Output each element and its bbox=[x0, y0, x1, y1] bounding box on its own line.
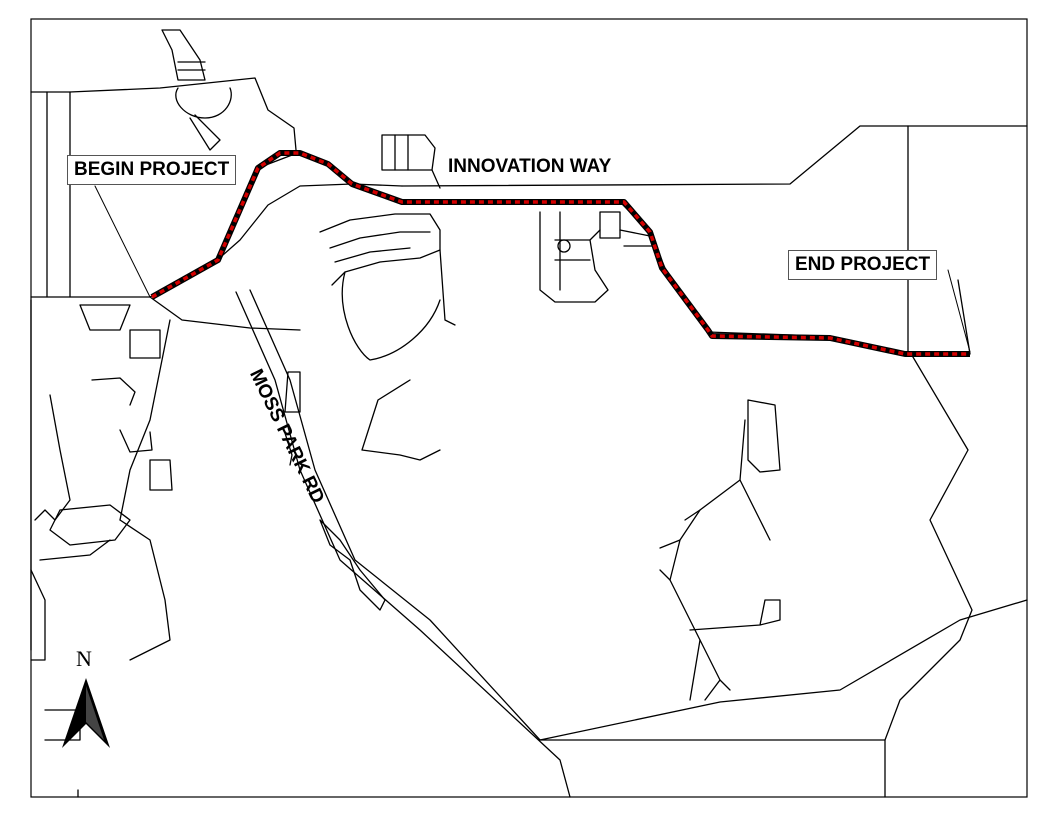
north-letter: N bbox=[76, 646, 92, 671]
north-arrow-icon bbox=[62, 678, 110, 748]
road-network bbox=[30, 29, 1028, 798]
end-project-label: END PROJECT bbox=[788, 250, 938, 280]
project-route bbox=[150, 150, 970, 357]
map-frame bbox=[30, 18, 1028, 798]
innovation-way-label: INNOVATION WAY bbox=[448, 156, 612, 177]
begin-project-label: BEGIN PROJECT bbox=[67, 155, 237, 185]
